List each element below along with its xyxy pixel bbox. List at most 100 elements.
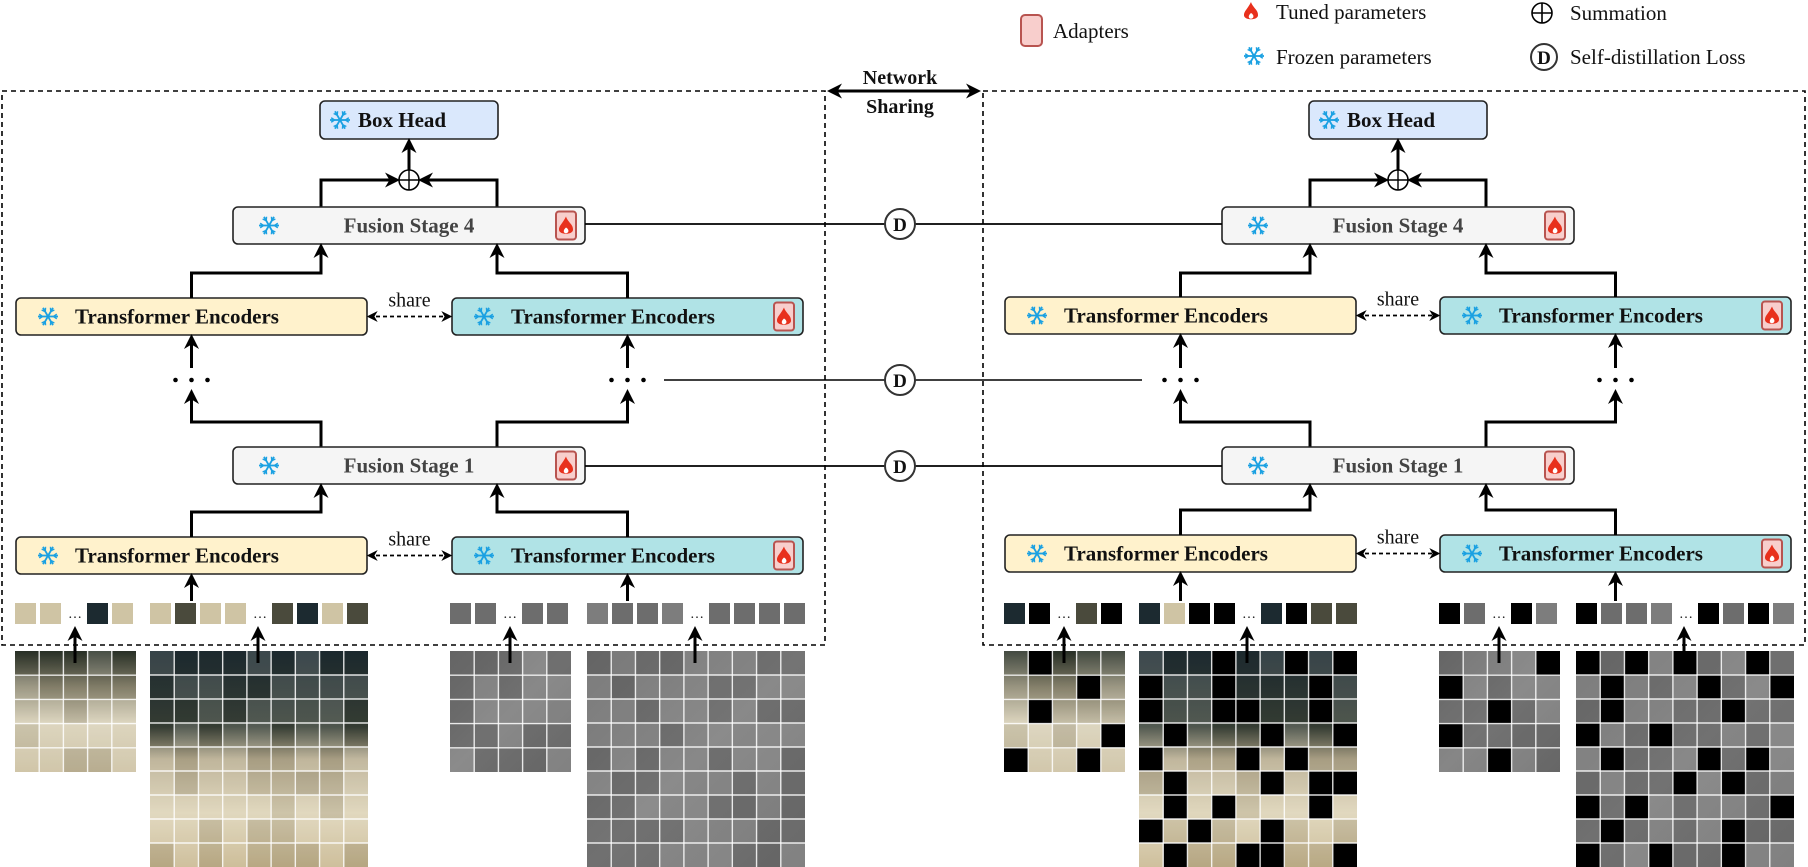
masked-patch xyxy=(1697,747,1722,771)
adapter-tuned-badge xyxy=(1544,450,1566,481)
masked-patch xyxy=(1648,843,1673,867)
image-patch xyxy=(1284,675,1309,699)
transformer-encoders-tir-bottom[interactable]: Transformer Encoders xyxy=(1439,534,1792,573)
token xyxy=(759,603,780,624)
masked-token xyxy=(1698,603,1719,624)
image-patch xyxy=(174,651,199,675)
transformer-encoders-rgb-bottom[interactable]: Transformer Encoders xyxy=(1004,534,1357,573)
image-patch xyxy=(39,675,64,700)
image-patch xyxy=(1439,651,1464,676)
image-patch xyxy=(1697,843,1722,867)
image-patch xyxy=(1163,819,1188,843)
masked-patch xyxy=(1487,699,1512,724)
image-patch xyxy=(546,723,571,748)
transformer-encoders-rgb-bottom[interactable]: Transformer Encoders xyxy=(15,536,368,575)
image-patch xyxy=(198,819,223,843)
masked-patch xyxy=(1439,723,1464,748)
fusion-stage-1[interactable]: Fusion Stage 1 xyxy=(232,446,586,485)
token xyxy=(450,603,471,624)
branch-container xyxy=(982,90,1806,646)
masked-patch xyxy=(1139,819,1164,843)
image-patch xyxy=(1672,747,1698,771)
masked-patch xyxy=(1235,747,1261,771)
image-patch xyxy=(87,675,112,700)
image-patch xyxy=(1439,747,1464,772)
distillation-symbol: D xyxy=(893,215,907,236)
image-patch xyxy=(1052,699,1077,724)
image-patch xyxy=(271,819,296,843)
transformer-encoders-rgb-top[interactable]: Transformer Encoders xyxy=(15,297,368,336)
image-patch xyxy=(319,819,344,843)
image-patch xyxy=(1745,771,1770,795)
snowflake-icon xyxy=(1027,544,1047,563)
image-patch xyxy=(1332,675,1357,699)
image-patch xyxy=(295,795,320,819)
masked-token xyxy=(1214,603,1235,624)
image-patch xyxy=(222,795,247,819)
fire-icon xyxy=(1243,2,1259,20)
self-distillation-link: D xyxy=(585,450,1222,482)
image-patch xyxy=(1211,723,1236,747)
masked-patch xyxy=(1100,723,1125,748)
image-patch xyxy=(1745,723,1770,747)
transformer-encoders-rgb-top[interactable]: Transformer Encoders xyxy=(1004,296,1357,335)
image-patch xyxy=(111,699,136,724)
masked-patch xyxy=(1769,795,1794,819)
snowflake-icon xyxy=(1462,544,1482,563)
masked-patch xyxy=(1211,795,1236,819)
adapter-tuned-badge xyxy=(773,540,795,571)
image-patch xyxy=(659,747,684,771)
image-patch xyxy=(111,675,136,700)
image-patch xyxy=(1308,747,1333,771)
image-patch xyxy=(1004,651,1029,676)
snowflake-icon xyxy=(1027,306,1047,325)
fusion-stage-1[interactable]: Fusion Stage 1 xyxy=(1221,446,1575,485)
image-patch xyxy=(343,723,368,747)
image-patch xyxy=(683,843,709,867)
token xyxy=(40,603,61,624)
image-patch xyxy=(611,747,636,771)
masked-patch xyxy=(1487,747,1512,772)
share-label: share xyxy=(388,529,430,551)
token xyxy=(1723,603,1744,624)
transformer-encoders-tir-top[interactable]: Transformer Encoders xyxy=(1439,296,1792,335)
box-head[interactable]: Box Head xyxy=(1308,100,1488,140)
image-patch xyxy=(1100,699,1125,724)
image-patch xyxy=(1672,819,1698,843)
image-patch xyxy=(1624,771,1649,795)
token-ellipsis: … xyxy=(1492,607,1506,622)
image-patch xyxy=(1697,699,1722,723)
image-patch xyxy=(611,675,636,699)
image-patch xyxy=(474,699,499,724)
image-patch xyxy=(546,675,571,700)
adapter-tuned-badge xyxy=(555,450,577,481)
masked-patch xyxy=(1439,675,1464,700)
fire-icon xyxy=(776,307,792,325)
image-patch xyxy=(587,795,612,819)
transformer-encoders-tir-top[interactable]: Transformer Encoders xyxy=(451,297,804,336)
transformer-encoders-tir-bottom[interactable]: Transformer Encoders xyxy=(451,536,804,575)
image-patch xyxy=(1721,747,1746,771)
masked-token xyxy=(1189,603,1210,624)
image-patch xyxy=(1576,819,1601,843)
image-patch xyxy=(756,699,781,723)
image-patch xyxy=(222,723,247,747)
fusion-stage-4-label: Fusion Stage 4 xyxy=(1333,214,1464,238)
image-patch xyxy=(319,771,344,795)
token xyxy=(272,603,293,624)
image-patch xyxy=(659,843,684,867)
token xyxy=(1773,603,1794,624)
image-patch xyxy=(39,699,64,724)
token xyxy=(637,603,658,624)
adapter-tuned-badge xyxy=(555,210,577,241)
masked-token xyxy=(1511,603,1532,624)
fusion-stage-4[interactable]: Fusion Stage 4 xyxy=(232,206,586,245)
masked-patch xyxy=(1648,723,1673,747)
token-ellipsis: … xyxy=(1057,607,1071,622)
image-patch xyxy=(222,651,247,675)
box-head[interactable]: Box Head xyxy=(319,100,499,140)
fusion-stage-4[interactable]: Fusion Stage 4 xyxy=(1221,206,1575,245)
image-patch xyxy=(1163,747,1188,771)
image-patch xyxy=(1332,699,1357,723)
